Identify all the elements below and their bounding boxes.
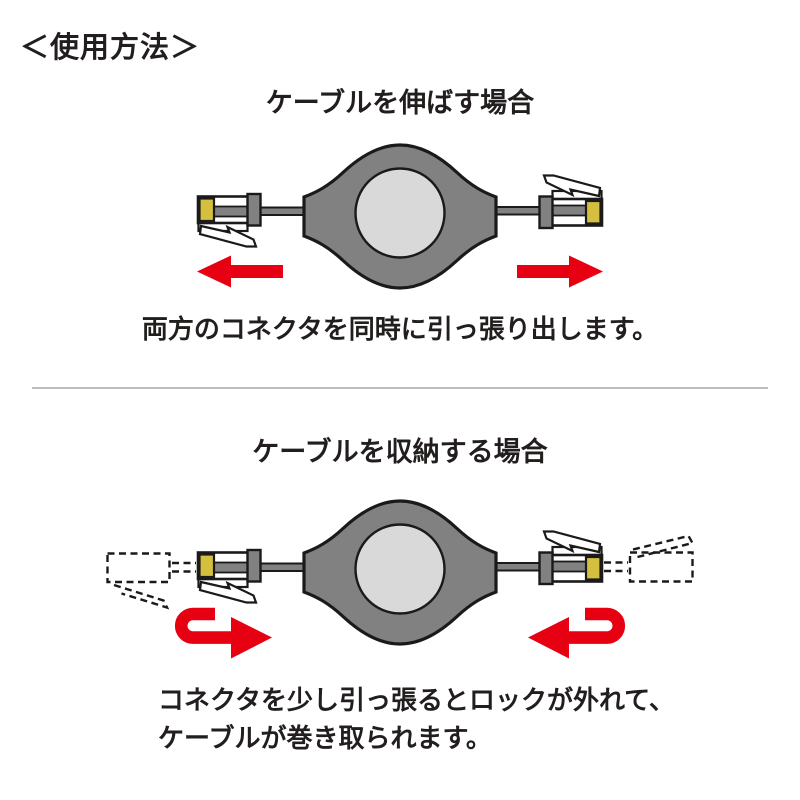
retract-caption: コネクタを少し引っ張るとロックが外れて、 ケーブルが巻き取られます。 [158, 682, 675, 758]
extend-section-heading: ケーブルを伸ばす場合 [265, 88, 535, 119]
retract-caption-line1: コネクタを少し引っ張るとロックが外れて、 [158, 686, 675, 716]
extend-caption: 両方のコネクタを同時に引っ張り出します。 [141, 315, 659, 345]
ghost-plug-latch [632, 534, 695, 559]
ghost-connector-left-icon [106, 552, 196, 610]
ghost-plug-latch [113, 583, 170, 610]
extend-diagram [0, 130, 800, 305]
retract-diagram [106, 495, 695, 659]
arrow-right-icon [517, 255, 603, 288]
arrow-left-icon [197, 255, 283, 288]
u-turn-arrow-left-icon [174, 607, 272, 659]
u-turn-arrow-right-icon [528, 607, 626, 659]
section-divider [32, 387, 768, 389]
retract-caption-line2: ケーブルが巻き取られます。 [158, 724, 492, 754]
ghost-connector-right-icon [604, 534, 695, 583]
page-title: ＜使用方法＞ [20, 30, 201, 64]
retract-section-heading: ケーブルを収納する場合 [252, 437, 548, 468]
retract-reel-assembly [198, 501, 602, 644]
ghost-plug-body [106, 552, 171, 584]
